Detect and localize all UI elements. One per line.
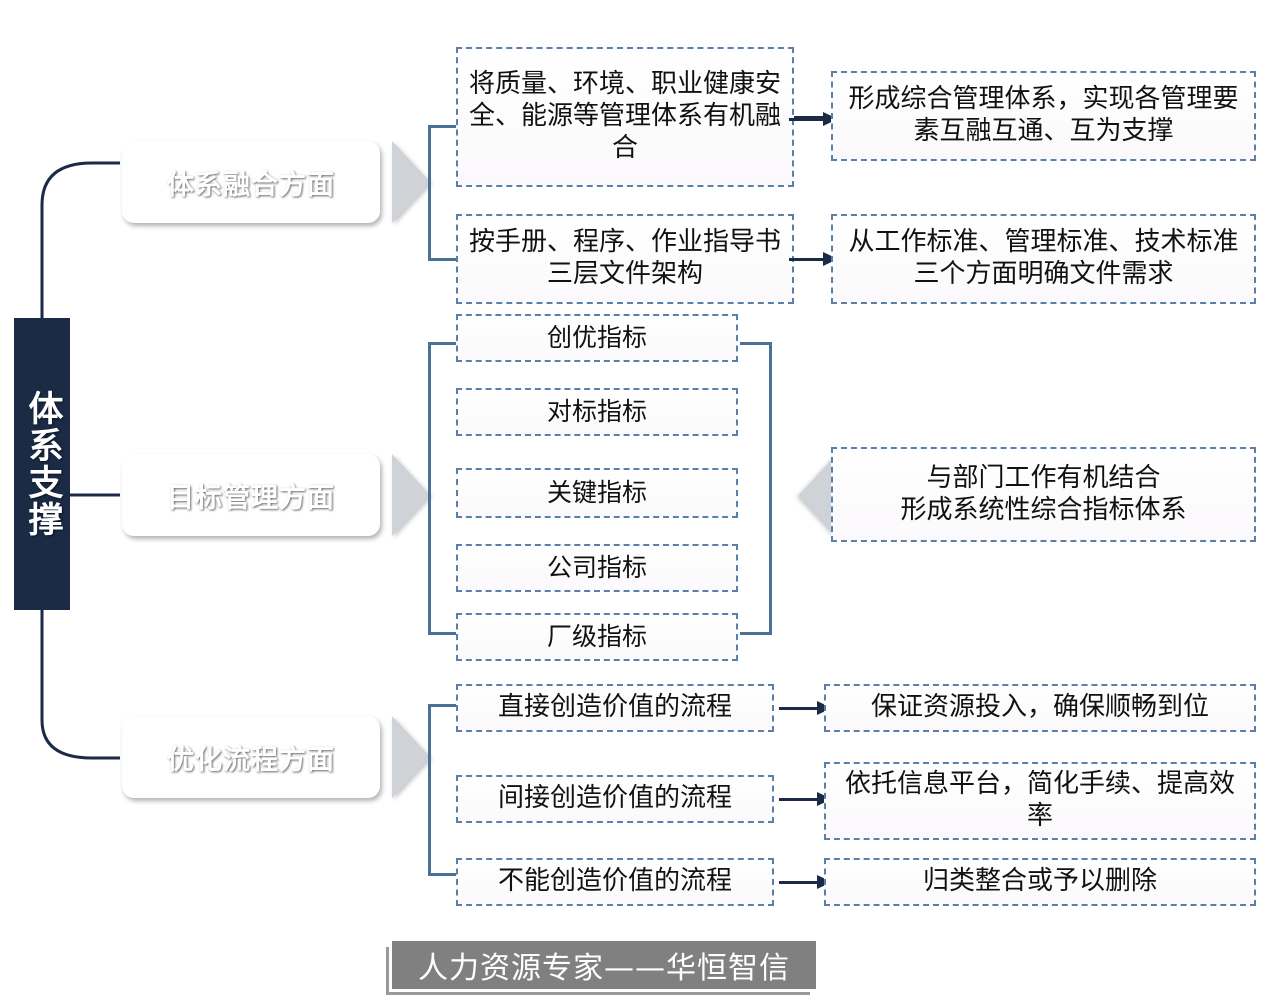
- process-result-box-3-text: 归类整合或予以删除: [922, 866, 1157, 897]
- section-header-label: 目标管理方面: [167, 482, 335, 514]
- indicator-box-1: 创优指标: [456, 314, 738, 362]
- source-box-1-2: 按手册、程序、作业指导书三层文件架构: [456, 214, 794, 304]
- result-box-1-2-text: 从工作标准、管理标准、技术标准三个方面明确文件需求: [848, 227, 1239, 289]
- section-header-system-integration[interactable]: 体系融合方面: [122, 141, 380, 223]
- source-box-1-1-text: 将质量、环境、职业健康安全、能源等管理体系有机融合: [468, 69, 781, 163]
- result-box-1-1: 形成综合管理体系，实现各管理要素互融互通、互为支撑: [831, 71, 1256, 161]
- summary-line-2: 形成系统性综合指标体系: [900, 494, 1187, 525]
- section-header-goal-management[interactable]: 目标管理方面: [122, 454, 380, 536]
- spine-bar: 体系支撑: [14, 318, 70, 610]
- process-box-1: 直接创造价值的流程: [456, 684, 774, 732]
- source-box-1-1: 将质量、环境、职业健康安全、能源等管理体系有机融合: [456, 47, 794, 187]
- summary-line-1: 与部门工作有机结合: [926, 462, 1161, 493]
- indicator-box-4-text: 公司指标: [546, 552, 647, 582]
- process-box-3: 不能创造价值的流程: [456, 858, 774, 906]
- arrow-1-1: [789, 112, 838, 126]
- spine-label: 体系支撑: [22, 390, 63, 538]
- bracket-section-3: [428, 704, 460, 876]
- section-header-process-optimization[interactable]: 优化流程方面: [122, 716, 380, 798]
- process-result-box-1: 保证资源投入，确保顺畅到位: [824, 684, 1256, 732]
- indicator-box-1-text: 创优指标: [546, 322, 647, 352]
- indicator-box-2-text: 对标指标: [546, 396, 647, 426]
- watermark-banner: 人力资源专家——华恒智信: [392, 941, 816, 989]
- process-box-3-text: 不能创造价值的流程: [497, 866, 732, 897]
- bracket-section-1: [428, 125, 460, 261]
- bracket-section-2-right: [740, 342, 772, 635]
- section-header-label: 体系融合方面: [167, 169, 335, 201]
- summary-box-goal-management: 与部门工作有机结合 形成系统性综合指标体系: [831, 447, 1256, 542]
- indicator-box-4: 公司指标: [456, 544, 738, 592]
- process-result-box-3: 归类整合或予以删除: [824, 858, 1256, 906]
- result-box-1-2: 从工作标准、管理标准、技术标准三个方面明确文件需求: [831, 214, 1256, 304]
- section-header-label: 优化流程方面: [167, 744, 335, 776]
- source-box-1-2-text: 按手册、程序、作业指导书三层文件架构: [468, 227, 781, 289]
- chevron-right-icon-3: [392, 716, 430, 798]
- connector-stub-1-1: [794, 116, 830, 118]
- indicator-box-5-text: 厂级指标: [546, 621, 647, 651]
- indicator-box-3-text: 关键指标: [546, 477, 647, 507]
- indicator-box-2: 对标指标: [456, 388, 738, 436]
- process-result-box-2: 依托信息平台，简化手续、提高效率: [824, 762, 1256, 840]
- process-box-1-text: 直接创造价值的流程: [497, 692, 732, 723]
- indicator-box-5: 厂级指标: [456, 613, 738, 661]
- chevron-left-icon: [799, 454, 837, 536]
- chevron-right-icon-1: [392, 141, 430, 223]
- indicator-box-3: 关键指标: [456, 468, 738, 518]
- watermark-label: 人力资源专家——华恒智信: [418, 951, 790, 986]
- process-box-2-text: 间接创造价值的流程: [497, 783, 732, 814]
- process-box-2: 间接创造价值的流程: [456, 775, 774, 823]
- result-box-1-1-text: 形成综合管理体系，实现各管理要素互融互通、互为支撑: [848, 84, 1239, 146]
- bracket-section-2-left: [428, 342, 460, 635]
- chevron-right-icon-2: [392, 454, 430, 536]
- watermark-frame: [386, 947, 810, 995]
- process-result-box-1-text: 保证资源投入，确保顺畅到位: [870, 692, 1209, 723]
- process-result-box-2-text: 依托信息平台，简化手续、提高效率: [844, 769, 1235, 831]
- arrow-1-2: [789, 252, 838, 266]
